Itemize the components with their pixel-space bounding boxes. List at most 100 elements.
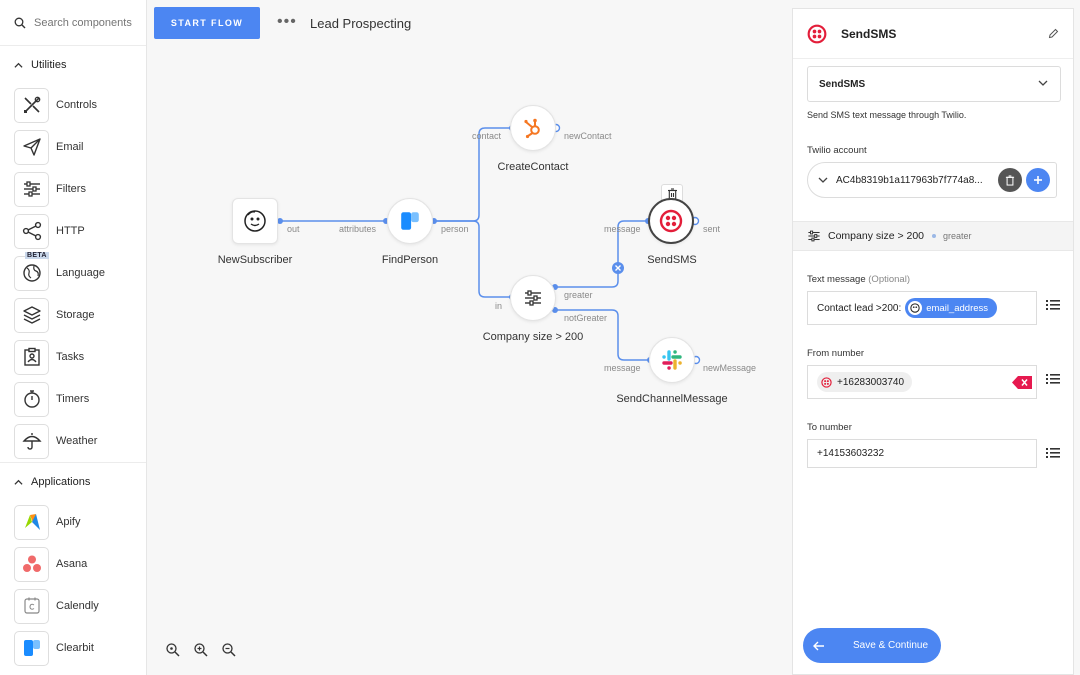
component-weather[interactable]: Weather [0, 420, 146, 462]
from-number-label: From number [807, 348, 865, 359]
port-label: notGreater [564, 313, 608, 323]
from-number-field[interactable]: +16283003740 [807, 365, 1037, 399]
twilio-logo [821, 376, 832, 388]
component-tasks[interactable]: Tasks [0, 336, 146, 378]
chevron-up-icon [14, 479, 23, 485]
flow-title[interactable]: Lead Prospecting [310, 16, 412, 31]
search-input[interactable] [34, 16, 134, 29]
section-applications[interactable]: Applications [0, 463, 146, 501]
port-label: greater [564, 290, 593, 300]
save-continue-label: Save & Continue [853, 640, 929, 651]
edge-findperson-companysize [434, 220, 512, 298]
port-dot [277, 218, 283, 224]
twilio-logo [659, 209, 683, 233]
optional-tag: (Optional) [868, 274, 910, 285]
to-number-value: +14153603232 [817, 448, 885, 459]
variables-list-icon[interactable] [1046, 373, 1060, 385]
component-label: Tasks [56, 351, 85, 363]
component-language[interactable]: BETA Language [0, 251, 146, 294]
sliders-icon [14, 171, 49, 207]
delete-account-button[interactable] [998, 168, 1022, 192]
account-label: Twilio account [807, 145, 867, 156]
component-asana[interactable]: Asana [0, 543, 146, 585]
component-controls[interactable]: Controls [0, 84, 146, 126]
port-label: out [287, 224, 300, 234]
flow-edges [277, 123, 701, 365]
add-account-button[interactable] [1026, 168, 1050, 192]
account-select[interactable]: AC4b8319b1a117963b7f774a8... [807, 162, 1057, 198]
component-label: Clearbit [56, 642, 94, 654]
component-label: Apify [56, 516, 81, 528]
text-message-prefix: Contact lead >200: [817, 302, 902, 314]
component-clearbit[interactable]: Clearbit [0, 627, 146, 669]
hubspot-logo [524, 118, 540, 139]
component-label: Asana [56, 558, 88, 570]
variable-pill[interactable]: email_address [905, 298, 998, 318]
chevron-up-icon [14, 62, 23, 68]
delete-edge-icon [612, 262, 624, 274]
clear-value-icon[interactable] [1012, 376, 1032, 389]
trash-icon [667, 188, 677, 200]
section-utilities[interactable]: Utilities [0, 46, 146, 84]
variables-list-icon[interactable] [1046, 299, 1060, 311]
node-newsubscriber[interactable] [232, 198, 278, 244]
component-apify[interactable]: Apify [0, 501, 146, 543]
action-select-value: SendSMS [819, 78, 866, 90]
to-number-field[interactable]: +14153603232 [807, 439, 1037, 468]
panel-header: SendSMS [793, 9, 1073, 59]
pencil-icon[interactable] [1048, 28, 1059, 39]
port-label: newContact [564, 131, 612, 141]
component-timers[interactable]: Timers [0, 378, 146, 420]
search-bar[interactable] [0, 0, 146, 46]
component-email[interactable]: Email [0, 126, 146, 168]
port-label: attributes [339, 224, 377, 234]
port-label: person [441, 224, 469, 234]
component-http[interactable]: HTTP [0, 210, 146, 252]
port-label: message [604, 224, 641, 234]
component-label: Language [56, 267, 105, 279]
chevron-down-icon [1038, 80, 1048, 86]
zoom-in-icon[interactable] [193, 642, 209, 658]
clearbit-logo [14, 630, 49, 666]
beta-badge: BETA [25, 251, 49, 259]
component-filters[interactable]: Filters [0, 168, 146, 210]
node-findperson[interactable] [387, 198, 433, 244]
node-sendchannel[interactable] [649, 337, 695, 383]
action-select[interactable]: SendSMS [807, 66, 1061, 102]
condition-title: Company size > 200 [828, 230, 925, 242]
save-continue-button[interactable]: Save & Continue [803, 628, 941, 663]
phone-pill[interactable]: +16283003740 [817, 372, 913, 392]
flow-canvas[interactable]: START FLOW ••• Lead Prospecting [148, 0, 791, 675]
divider [0, 462, 146, 463]
account-value: AC4b8319b1a117963b7f774a8... [836, 174, 983, 186]
component-label: Email [56, 141, 84, 153]
section-label: Utilities [31, 59, 67, 71]
component-calendly[interactable]: Calendly [0, 585, 146, 627]
component-storage[interactable]: Storage [0, 294, 146, 336]
section-label: Applications [31, 476, 91, 488]
component-label: HTTP [56, 225, 85, 237]
node-companysize[interactable] [510, 275, 556, 321]
mailchimp-logo [908, 301, 923, 315]
zoom-fit-icon[interactable] [165, 642, 181, 658]
component-sidebar: Utilities Controls Email Filters HTTP [0, 0, 147, 675]
action-description: Send SMS text message through Twilio. [807, 110, 967, 120]
port-label: message [604, 363, 641, 373]
zoom-out-icon[interactable] [221, 642, 237, 658]
node-label: Company size > 200 [482, 331, 584, 343]
node-createcontact[interactable] [510, 105, 556, 151]
apify-logo [14, 504, 49, 540]
node-sendsms[interactable] [648, 198, 694, 244]
node-label: NewSubscriber [217, 254, 293, 266]
start-flow-button[interactable]: START FLOW [154, 7, 260, 39]
trash-icon [1005, 174, 1015, 186]
variables-list-icon[interactable] [1046, 447, 1060, 459]
more-options-button[interactable]: ••• [277, 13, 297, 30]
port-label: sent [703, 224, 721, 234]
component-label: Filters [56, 183, 86, 195]
twilio-logo [807, 24, 827, 43]
port-label: contact [472, 131, 502, 141]
text-message-field[interactable]: Contact lead >200: email_address [807, 291, 1037, 325]
component-label: Timers [56, 393, 90, 405]
sliders-icon [525, 290, 541, 306]
